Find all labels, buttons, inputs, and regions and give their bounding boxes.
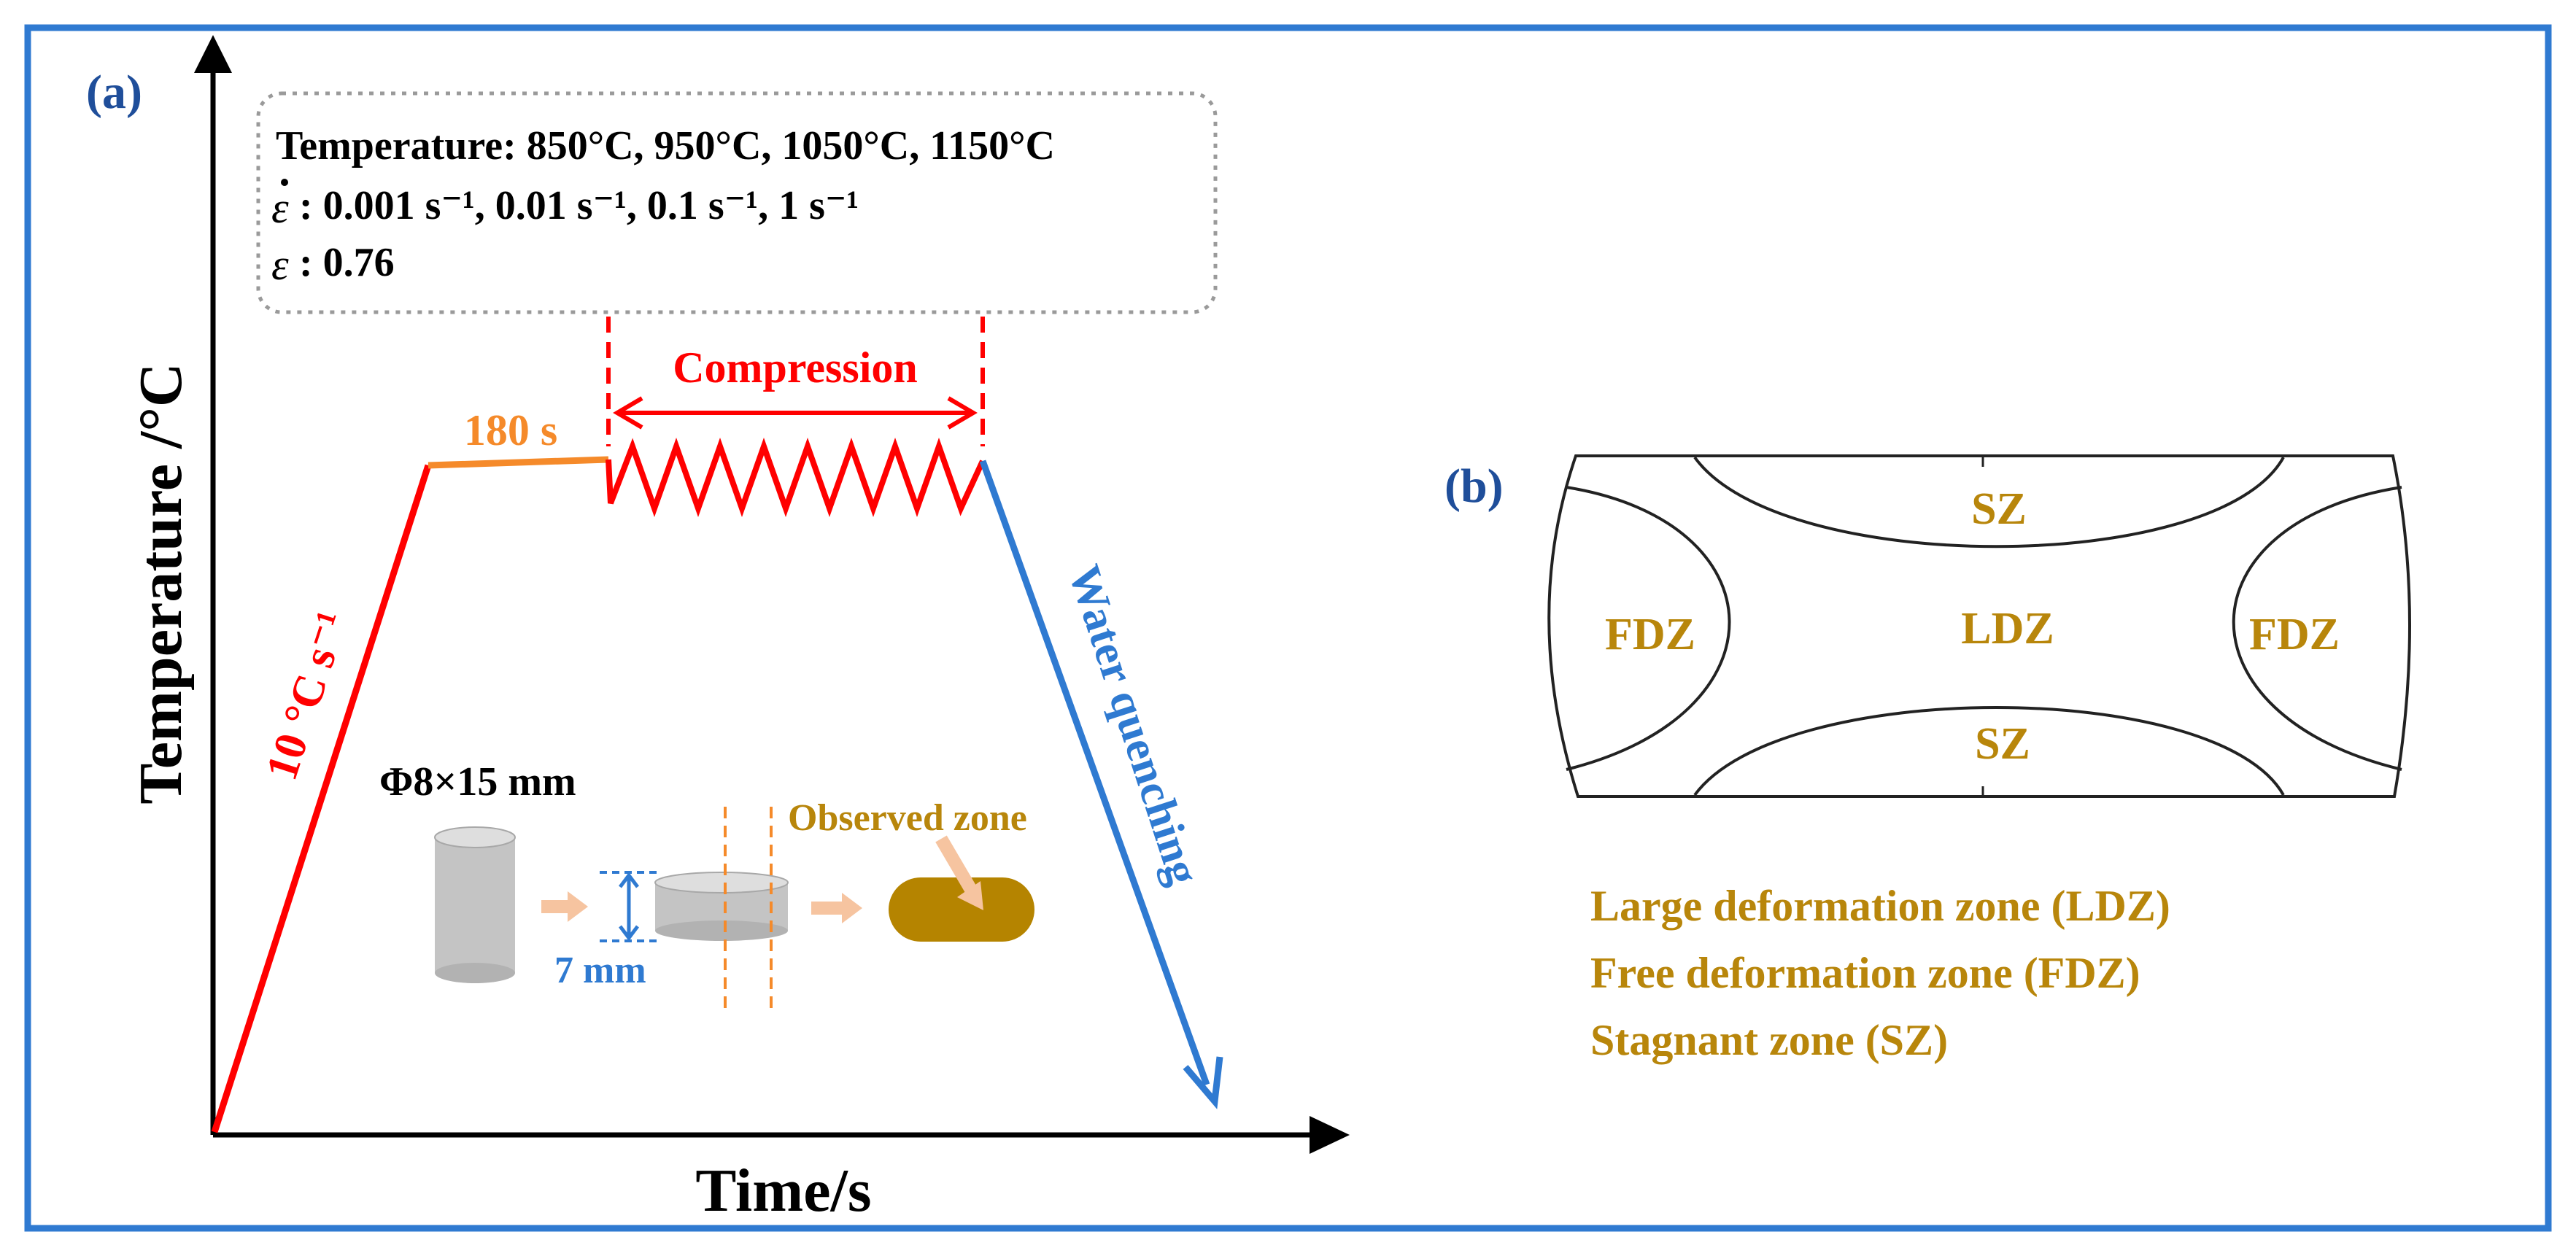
hold-line [428, 456, 609, 469]
heating-line [211, 464, 432, 1133]
compression-zigzag [606, 437, 986, 518]
legend-item-ldz: Large deformation zone (LDZ) [1590, 882, 2170, 930]
observed-zone-shape [889, 877, 1034, 942]
x-axis-arrowhead [1310, 1116, 1350, 1154]
y-axis-label: Temperature /°C [127, 363, 195, 804]
observed-zone-label: Observed zone [788, 797, 1027, 839]
panel-b-label: (b) [1444, 460, 1504, 513]
conditions-box [256, 91, 1218, 314]
panel-a-label: (a) [86, 66, 142, 119]
legend-item-sz: Stagnant zone (SZ) [1590, 1016, 1948, 1064]
svg-text:ε: ε [271, 184, 289, 232]
bottom-sz-boundary [1693, 706, 2285, 796]
strain-symbol: ε [271, 241, 289, 289]
conditions-strain: : 0.76 [299, 240, 395, 285]
hold-time-label: 180 s [464, 406, 557, 454]
zone-label-sz-bottom: SZ [1975, 719, 2030, 769]
y-axis-arrowhead [194, 35, 232, 73]
observed-zone-pointer [935, 835, 983, 910]
arrow-to-compressed [541, 891, 588, 922]
compression-arrowhead-left [613, 396, 643, 430]
legend-item-fdz: Free deformation zone (FDZ) [1590, 949, 2140, 997]
compression-arrowhead-right [947, 396, 978, 430]
height-dimension [600, 871, 657, 942]
right-fdz-boundary [2232, 486, 2402, 771]
axes [194, 35, 1350, 1154]
x-axis-label: Time/s [695, 1157, 871, 1225]
left-fdz-boundary [1566, 486, 1731, 771]
top-sz-boundary [1693, 456, 2285, 548]
arrow-to-observed [811, 893, 862, 923]
initial-specimen-cylinder [434, 826, 516, 983]
compressed-specimen [654, 872, 789, 941]
compression-label: Compression [673, 344, 918, 392]
figure-frame [24, 24, 2552, 1232]
height-after-label: 7 mm [554, 950, 646, 991]
quench-line [979, 460, 1210, 1086]
specimen-size-label: Φ8×15 mm [379, 759, 576, 805]
zone-label-fdz-right: FDZ [2249, 610, 2340, 659]
quench-label: Water quenching [1059, 559, 1208, 891]
strain-rate-symbol: ε [271, 179, 289, 232]
specimen-outline [1547, 454, 2411, 798]
deformed-specimen-section [1547, 454, 2411, 798]
zone-label-sz-top: SZ [1971, 484, 2027, 534]
heating-rate-label: 10 °C s⁻¹ [257, 605, 357, 786]
conditions-temperature: Temperature: 850°C, 950°C, 1050°C, 1150°… [276, 123, 1055, 168]
quench-arrowhead [1183, 1056, 1223, 1109]
zone-label-ldz: LDZ [1961, 604, 2054, 654]
zone-label-fdz-left: FDZ [1605, 610, 1695, 659]
conditions-strain-rate: : 0.001 s⁻¹, 0.01 s⁻¹, 0.1 s⁻¹, 1 s⁻¹ [299, 183, 859, 228]
